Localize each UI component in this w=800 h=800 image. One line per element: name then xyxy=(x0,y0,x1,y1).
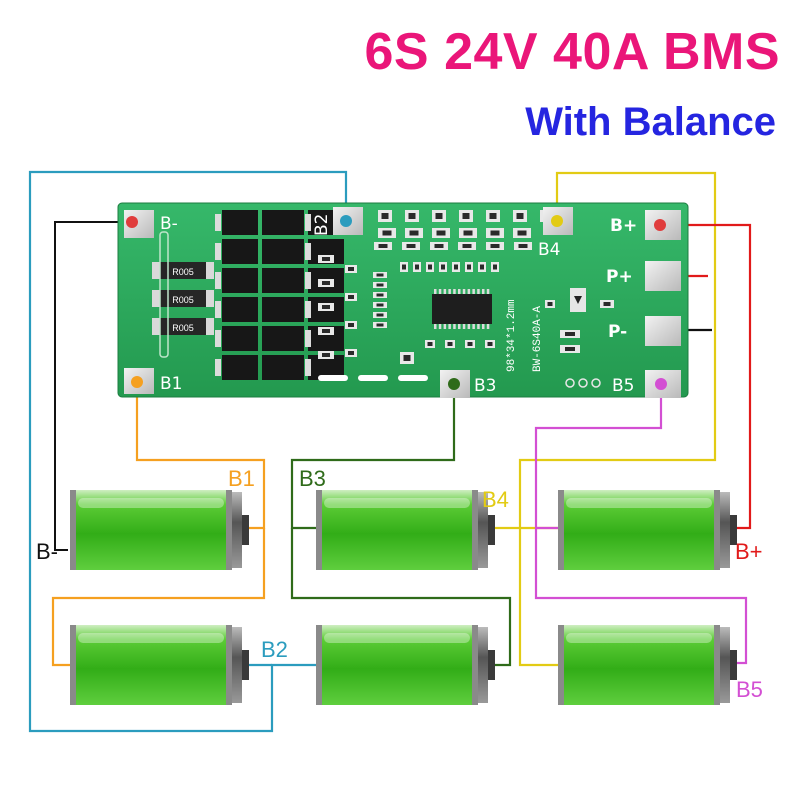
pad-b5: B5 xyxy=(612,370,681,398)
pad-b-minus: B- xyxy=(124,210,178,238)
pad-b1: B1 xyxy=(124,368,182,394)
mosfet-chip xyxy=(268,326,304,351)
pad-p-plus-label: P+ xyxy=(606,267,633,287)
resistor-label: R005 xyxy=(172,267,194,277)
wire-label-b1: B1 xyxy=(228,466,255,491)
battery-cell-1 xyxy=(70,490,249,570)
wire-b1 xyxy=(51,382,266,667)
controller-ic xyxy=(432,289,492,329)
mosfet-chip xyxy=(268,239,304,264)
resistor-label: R005 xyxy=(172,323,194,333)
wire-b5 xyxy=(534,384,748,665)
battery-cell-5 xyxy=(558,490,737,570)
mosfet-chip xyxy=(222,326,258,351)
pad-b-plus: B+ xyxy=(610,210,681,240)
wire-label-b-plus: B+ xyxy=(735,539,763,564)
mosfet-chip xyxy=(268,210,304,235)
pad-b4: B4 xyxy=(538,207,573,260)
battery-cell-3 xyxy=(316,625,495,705)
page-subtitle: With Balance xyxy=(525,100,776,144)
shunt-resistors: R005 R005 R005 xyxy=(152,231,214,358)
pad-p-minus-label: P- xyxy=(608,322,627,342)
pad-b5-label: B5 xyxy=(612,376,634,396)
board-size-text: 98*34*1.2mm xyxy=(506,299,518,372)
board-model-text: BW-6S40A-A xyxy=(532,306,544,372)
pad-b1-label: B1 xyxy=(160,374,182,394)
pad-b2: B2 xyxy=(312,207,363,236)
bms-board: R005 R005 R005 98*34*1.2mm BW-6S40A-A B- xyxy=(117,202,689,398)
mosfet-chip xyxy=(268,355,304,380)
wire-label-b4: B4 xyxy=(482,487,509,512)
wire-label-b-minus: B- xyxy=(36,539,58,564)
pad-p-plus: P+ xyxy=(606,261,681,291)
pad-p-minus: P- xyxy=(608,316,681,346)
wire-label-b5: B5 xyxy=(736,677,763,702)
wire-b3 xyxy=(290,384,512,667)
battery-pack xyxy=(70,490,737,705)
mosfet-chip xyxy=(222,210,258,235)
page-title: 6S 24V 40A BMS xyxy=(364,23,780,81)
mosfet-chip xyxy=(222,355,258,380)
wire-label-b3: B3 xyxy=(299,466,326,491)
wire-b-minus xyxy=(54,221,132,551)
pad-b2-label: B2 xyxy=(312,214,332,236)
wire-label-b2: B2 xyxy=(261,637,288,662)
mosfet-chip xyxy=(222,297,258,322)
battery-cell-2 xyxy=(70,625,249,705)
battery-cell-6 xyxy=(558,625,737,705)
pad-b4-label: B4 xyxy=(538,240,560,260)
pad-b-minus-label: B- xyxy=(160,214,178,234)
mosfet-chip xyxy=(268,297,304,322)
mosfet-chip xyxy=(222,239,258,264)
battery-cell-4 xyxy=(316,490,495,570)
pad-b-plus-label: B+ xyxy=(610,216,637,236)
pad-b3-label: B3 xyxy=(474,376,496,396)
smd-components xyxy=(318,210,614,381)
resistor-label: R005 xyxy=(172,295,194,305)
wire-labels: B1 B3 B4 B- B+ B2 B5 xyxy=(36,466,763,702)
pad-b3: B3 xyxy=(440,370,496,398)
mosfet-chip xyxy=(222,268,258,293)
mosfet-chip xyxy=(268,268,304,293)
